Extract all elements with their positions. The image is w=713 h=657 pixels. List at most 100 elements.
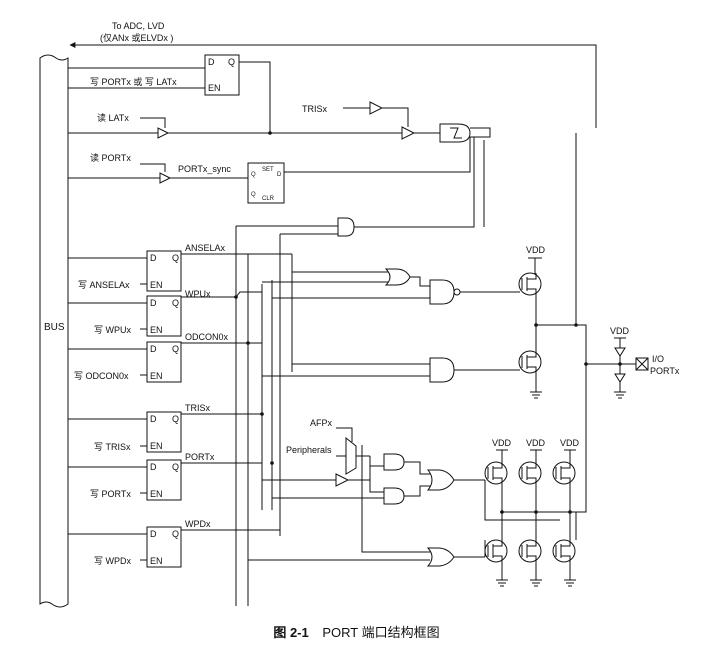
tris-buffer: [369, 101, 384, 115]
ansel-and-gate: [337, 217, 355, 237]
io-pad: [635, 357, 649, 371]
trisx-write-label: 写 TRISx: [94, 442, 131, 452]
portx-sync-label: PORTx_sync: [178, 164, 231, 174]
ground-symbol-3: [530, 579, 542, 587]
figure-caption: 图 2-1 PORT 端口结构框图: [0, 622, 713, 641]
reg-q: Q: [172, 344, 179, 354]
latch-en-label: EN: [208, 83, 221, 93]
and-gate-1: [383, 453, 405, 471]
figure-title: PORT 端口结构框图: [322, 625, 440, 640]
write-portx-latx-label: 写 PORTx 或 写 LATx: [90, 76, 177, 87]
driver-nmos-1: [484, 539, 508, 563]
driver-pmos-3: [552, 461, 576, 485]
nand-gate-top: [429, 279, 461, 305]
reg-d: D: [150, 344, 157, 354]
pull-down-mosfet: [518, 350, 542, 374]
reg-en: EN: [150, 371, 163, 381]
wpdx-write-label: 写 WPDx: [94, 556, 131, 566]
register-anselax: [146, 250, 182, 292]
reg-q: Q: [172, 529, 179, 539]
reg-q: Q: [172, 414, 179, 424]
ground-symbol-2: [496, 579, 508, 587]
and-gate-2: [383, 487, 405, 505]
bus-label: BUS: [44, 322, 65, 333]
io-label: I/O: [652, 354, 664, 364]
adc-label-line2: (仅ANx 或ELVDx ): [100, 32, 173, 43]
schmitt-gate: [439, 123, 471, 143]
register-trisx: [146, 411, 182, 453]
afpx-label: AFPx: [310, 418, 333, 428]
diode-lower: [614, 373, 626, 383]
sync-qbar-label: Q: [251, 192, 256, 198]
reg-q: Q: [172, 462, 179, 472]
reg-q: Q: [172, 298, 179, 308]
read-portx-buffer: [159, 172, 172, 184]
or-gate-top: [384, 268, 411, 286]
portx-write-label: 写 PORTx: [90, 489, 131, 499]
reg-en: EN: [150, 325, 163, 335]
latch-q-label: Q: [228, 57, 235, 67]
io-port-label: PORTx: [650, 366, 680, 376]
peripherals-label: Peripherals: [286, 445, 332, 455]
reg-d: D: [150, 414, 157, 424]
reg-en: EN: [150, 489, 163, 499]
adc-label-line1: To ADC, LVD: [112, 21, 165, 31]
vdd-label-pad: VDD: [610, 326, 630, 336]
reg-d: D: [150, 253, 157, 263]
reg-en: EN: [150, 280, 163, 290]
sync-d-label: D: [277, 172, 282, 178]
wpux-signal-label: WPUx: [185, 289, 211, 299]
reg-en: EN: [150, 441, 163, 451]
driver-pmos-2: [518, 461, 542, 485]
anselax-write-label: 写 ANSELAx: [78, 280, 130, 290]
ground-symbol-pad: [614, 391, 626, 399]
odcon0x-write-label: 写 ODCON0x: [74, 371, 129, 381]
or-gate-mid: [426, 469, 455, 491]
driver-nmos-3: [552, 539, 576, 563]
sync-flipflop: [247, 162, 285, 204]
wpux-write-label: 写 WPUx: [94, 325, 131, 335]
trisx-signal-label: TRISx: [185, 403, 211, 413]
latch-d-label: D: [208, 57, 215, 67]
vdd-label-3: VDD: [526, 438, 546, 448]
vdd-label-1: VDD: [526, 245, 546, 255]
peripheral-mux: [345, 436, 357, 475]
sync-set-label: SET: [262, 167, 274, 173]
register-odcon0x: [146, 341, 182, 383]
reg-q: Q: [172, 253, 179, 263]
data-latch: [204, 54, 240, 96]
reg-d: D: [150, 462, 157, 472]
vdd-label-2: VDD: [492, 438, 512, 448]
driver-pmos-1: [484, 461, 508, 485]
read-latx-buffer: [157, 127, 170, 139]
and-gate-pulldown: [429, 357, 455, 383]
sync-clr-label: CLR: [262, 196, 275, 202]
diode-upper: [614, 347, 626, 357]
wpdx-signal-label: WPDx: [185, 519, 211, 529]
reg-en: EN: [150, 556, 163, 566]
sync-q-label: Q: [251, 172, 256, 178]
ground-symbol-1: [530, 391, 542, 399]
read-latx-label: 读 LATx: [97, 112, 129, 123]
portx-signal-label: PORTx: [185, 452, 215, 462]
trisx-top-label: TRISx: [302, 104, 328, 114]
adc-feedback-line: [69, 42, 597, 128]
reg-d: D: [150, 298, 157, 308]
port-block-diagram: BUS To ADC, LVD (仅ANx 或ELVDx ) 写 PORTx 或…: [39, 21, 680, 608]
register-wpdx: [146, 526, 182, 568]
read-portx-label: 读 PORTx: [90, 152, 131, 163]
vdd-label-4: VDD: [560, 438, 580, 448]
odcon0x-signal-label: ODCON0x: [185, 332, 229, 342]
driver-nmos-2: [518, 539, 542, 563]
anselax-signal-label: ANSELAx: [185, 243, 226, 253]
ground-symbol-4: [564, 579, 576, 587]
or-gate-low: [426, 547, 455, 567]
output-buffer: [401, 126, 416, 140]
pull-up-mosfet: [518, 272, 542, 296]
register-wpux: [146, 295, 182, 337]
mux-buffer: [335, 473, 350, 487]
reg-d: D: [150, 529, 157, 539]
figure-number: 图 2-1: [273, 625, 309, 640]
register-portx: [146, 459, 182, 501]
bus-bar: [39, 54, 69, 608]
